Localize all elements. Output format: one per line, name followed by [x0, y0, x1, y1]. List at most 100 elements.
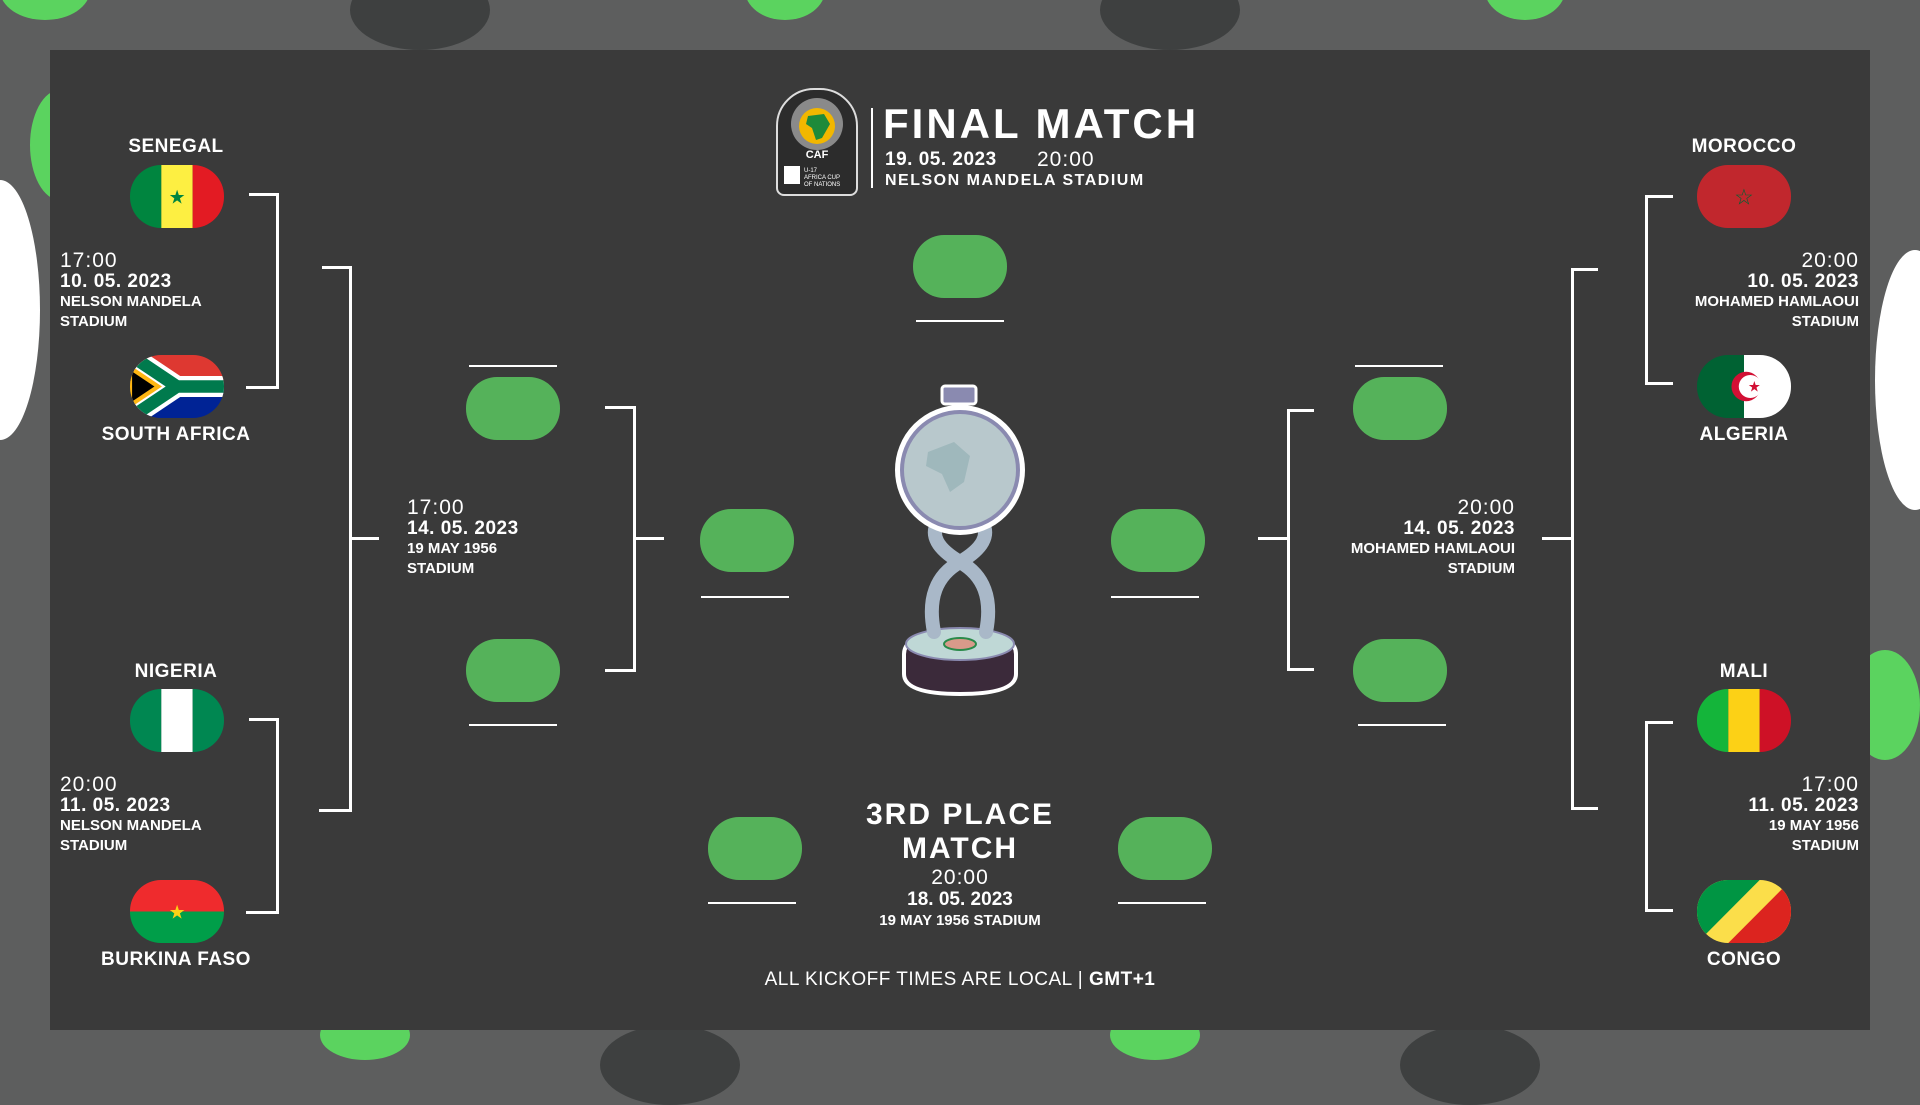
bg-shape: [1400, 1025, 1540, 1105]
third-place-title: 3RD PLACE MATCH: [865, 798, 1055, 865]
bracket-line: [633, 537, 664, 540]
match-stadium: NELSON MANDELA: [60, 817, 202, 834]
bracket-line: [349, 537, 379, 540]
slot-underline: [1111, 596, 1199, 598]
match-stadium: MOHAMED HAMLAOUI: [1694, 293, 1859, 310]
slot-underline: [1355, 365, 1443, 367]
flag-senegal-icon: ★: [130, 165, 224, 228]
final-date: 19. 05. 2023: [885, 149, 997, 170]
bracket-line: [276, 718, 279, 914]
flag-burkina-faso-icon: ★: [130, 880, 224, 943]
trophy-icon: [884, 382, 1036, 698]
flag-south-africa-icon: [130, 355, 224, 418]
match-time: 20:00: [1457, 496, 1515, 519]
third-place-stadium: 19 MAY 1956 STADIUM: [879, 912, 1041, 929]
slot-underline: [708, 902, 796, 904]
match-time: 20:00: [1801, 249, 1859, 272]
bracket-line: [1287, 409, 1314, 412]
slot-underline: [916, 320, 1004, 322]
bracket-line: [276, 193, 279, 389]
bg-shape: [1100, 0, 1240, 50]
match-time: 17:00: [1801, 773, 1859, 796]
bg-shape: [350, 0, 490, 50]
bracket-line: [249, 718, 279, 721]
footer-timezone: GMT+1: [1089, 969, 1156, 990]
footer-text: ALL KICKOFF TIMES ARE LOCAL |: [764, 969, 1084, 990]
match-stadium: STADIUM: [1791, 837, 1859, 854]
match-info: 17:00 10. 05. 2023 NELSON MANDELA STADIU…: [60, 250, 202, 332]
bracket-line: [1645, 195, 1673, 198]
match-time: 17:00: [407, 496, 465, 519]
match-info: 20:00 10. 05. 2023 MOHAMED HAMLAOUI STAD…: [1559, 250, 1859, 332]
match-info: 20:00 14. 05. 2023 MOHAMED HAMLAOUI STAD…: [1315, 497, 1515, 579]
slot-underline: [1358, 724, 1446, 726]
flag-congo-icon: [1697, 880, 1791, 943]
svg-text:OF NATIONS: OF NATIONS: [804, 182, 840, 188]
svg-text:★: ★: [169, 186, 186, 207]
team-name: SOUTH AFRICA: [101, 424, 251, 445]
svg-text:CAF: CAF: [806, 149, 829, 161]
match-stadium: 19 MAY 1956: [1768, 817, 1859, 834]
flag-algeria-icon: ★: [1697, 355, 1791, 418]
bracket-line: [1645, 721, 1648, 912]
bracket-line: [246, 386, 279, 389]
bg-shape: [745, 0, 825, 20]
match-stadium: NELSON MANDELA: [60, 293, 202, 310]
bracket-panel: [50, 50, 1870, 1030]
bracket-line: [1287, 409, 1290, 671]
third-place-time: 20:00: [931, 866, 989, 889]
team-slot: [913, 235, 1007, 298]
header-divider: [871, 108, 873, 188]
flag-morocco-icon: ☆: [1697, 165, 1791, 228]
bracket-line: [1571, 807, 1598, 810]
slot-underline: [469, 724, 557, 726]
team-name: NIGERIA: [134, 661, 218, 682]
final-time: 20:00: [1037, 148, 1095, 171]
match-date: 10. 05. 2023: [60, 271, 172, 292]
svg-text:AFRICA CUP: AFRICA CUP: [804, 175, 840, 181]
svg-text:★: ★: [169, 901, 186, 922]
final-title: FINAL MATCH: [883, 100, 1200, 147]
match-date: 11. 05. 2023: [60, 795, 171, 816]
match-info: 20:00 11. 05. 2023 NELSON MANDELA STADIU…: [60, 774, 202, 856]
match-stadium: STADIUM: [407, 560, 475, 577]
bracket-line: [1571, 268, 1598, 271]
bracket-line: [322, 266, 352, 269]
bracket-line: [1287, 668, 1314, 671]
bracket-line: [605, 406, 636, 409]
bracket-line: [1645, 721, 1673, 724]
bg-shape: [0, 0, 90, 20]
third-place-block: 3RD PLACE MATCH 20:00 18. 05. 2023 19 MA…: [810, 798, 1110, 931]
match-date: 14. 05. 2023: [1403, 518, 1515, 539]
bg-shape: [1875, 250, 1920, 510]
team-slot: [700, 509, 794, 572]
bracket-line: [1542, 537, 1572, 540]
match-date: 10. 05. 2023: [1747, 271, 1859, 292]
slot-underline: [701, 596, 789, 598]
bracket-line: [1571, 268, 1574, 810]
bracket-line: [1258, 537, 1289, 540]
flag-mali-icon: [1697, 689, 1791, 752]
team-name: CONGO: [1706, 949, 1782, 970]
match-stadium: 19 MAY 1956: [407, 540, 498, 557]
bg-shape: [1485, 0, 1565, 20]
slot-underline: [1118, 902, 1206, 904]
team-slot: [1118, 817, 1212, 880]
bracket-line: [1645, 195, 1648, 385]
match-stadium: STADIUM: [60, 313, 128, 330]
svg-text:U-17: U-17: [804, 168, 818, 174]
match-date: 11. 05. 2023: [1748, 795, 1859, 816]
match-time: 20:00: [60, 773, 118, 796]
match-stadium: STADIUM: [60, 837, 128, 854]
bracket-line: [246, 911, 279, 914]
bracket-line: [319, 809, 352, 812]
bracket-line: [1645, 382, 1673, 385]
match-stadium: MOHAMED HAMLAOUI: [1350, 540, 1515, 557]
team-slot: [708, 817, 802, 880]
svg-text:☆: ☆: [1734, 184, 1754, 209]
match-stadium: STADIUM: [1791, 313, 1859, 330]
team-name: MOROCCO: [1691, 136, 1797, 157]
bg-shape: [0, 180, 40, 440]
match-info: 17:00 14. 05. 2023 19 MAY 1956 STADIUM: [407, 497, 519, 579]
